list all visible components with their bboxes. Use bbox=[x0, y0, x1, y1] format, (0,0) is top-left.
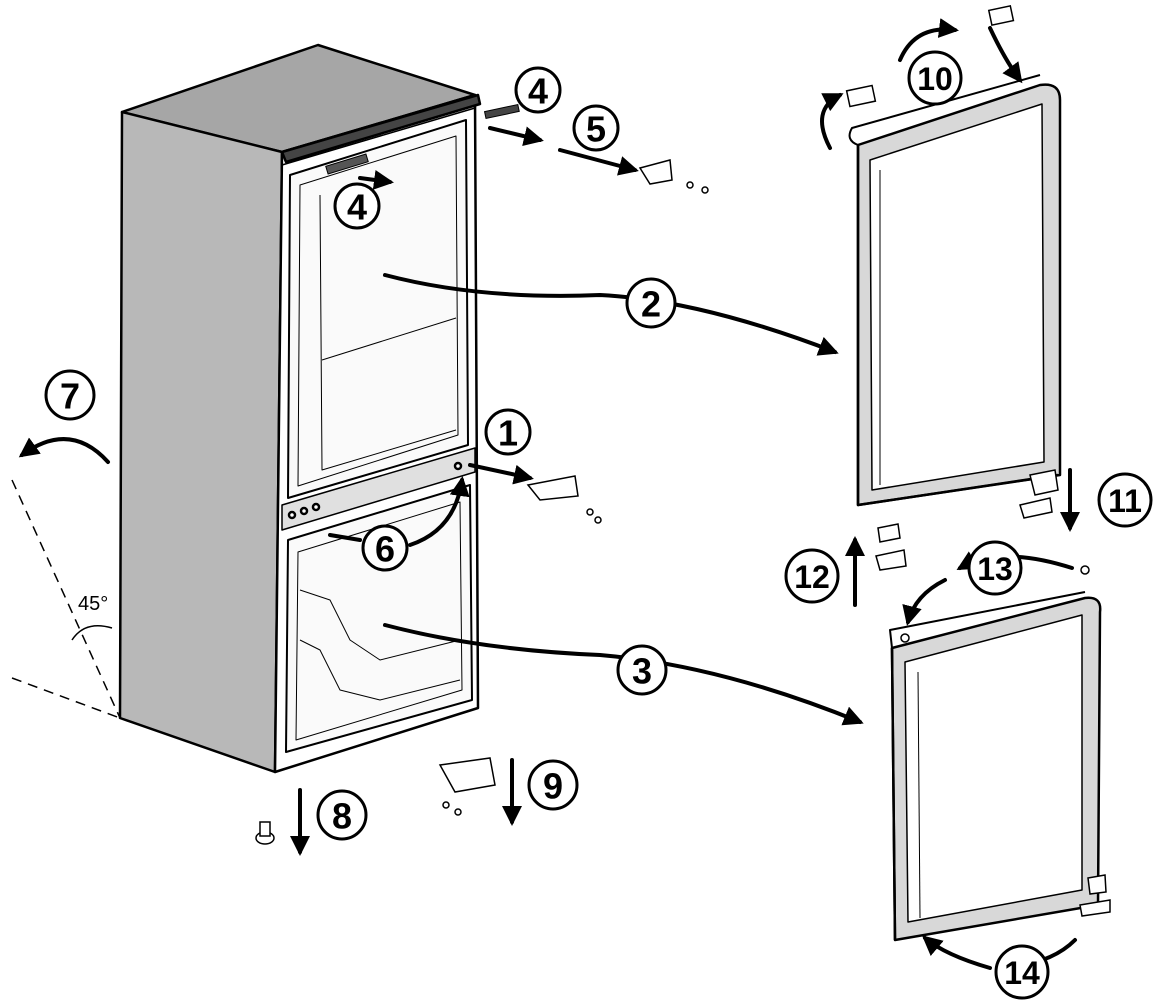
step-4a: 4 bbox=[528, 71, 548, 112]
step-3: 3 bbox=[632, 651, 652, 692]
trim-piece bbox=[483, 103, 520, 120]
step-9-circle bbox=[527, 759, 579, 811]
step-14-circle bbox=[994, 944, 1050, 1000]
arrow-10-left bbox=[820, 93, 844, 150]
arrow-3 bbox=[383, 623, 864, 726]
fridge-compartment bbox=[287, 119, 469, 499]
arrow-6-curve bbox=[408, 476, 470, 547]
step-10-circle bbox=[907, 50, 963, 106]
step-12-circle bbox=[784, 548, 840, 604]
step-2: 2 bbox=[641, 284, 661, 325]
step-callouts bbox=[44, 50, 1153, 1000]
step-labels: 4 4 5 2 1 6 7 3 8 9 10 11 12 13 14 bbox=[60, 61, 1142, 991]
step-7-circle bbox=[44, 369, 96, 421]
top-hinge bbox=[638, 159, 709, 194]
step-3-circle bbox=[616, 644, 668, 696]
arrow-13-left bbox=[902, 578, 947, 626]
arrow-2 bbox=[383, 273, 839, 356]
step-2-circle bbox=[625, 277, 677, 329]
step-4a-circle bbox=[514, 66, 562, 114]
step-13-circle bbox=[967, 540, 1023, 596]
top-hinge-cover bbox=[325, 153, 369, 175]
arrow-5 bbox=[558, 148, 639, 176]
arrow-6 bbox=[328, 533, 362, 542]
step-14: 14 bbox=[1004, 955, 1040, 991]
step-4b-circle bbox=[333, 182, 381, 230]
arrow-10-right bbox=[988, 26, 1023, 84]
step-11-circle bbox=[1097, 472, 1153, 528]
freezer-compartment bbox=[285, 484, 473, 753]
arrow-4-top bbox=[488, 126, 544, 146]
compartment-divider bbox=[281, 447, 476, 531]
arrow-7 bbox=[18, 437, 110, 464]
step-8: 8 bbox=[332, 796, 352, 837]
angle-arc bbox=[71, 625, 113, 641]
tilt-indicator bbox=[11, 479, 121, 719]
bottom-hinge bbox=[438, 757, 496, 816]
angle-label: 45° bbox=[78, 593, 108, 615]
lower-door bbox=[889, 591, 1102, 942]
top-cover-left bbox=[845, 84, 877, 108]
step-4b: 4 bbox=[347, 187, 367, 228]
arrow-14-left bbox=[921, 935, 992, 970]
step-1: 1 bbox=[498, 413, 518, 454]
fridge-cabinet bbox=[118, 43, 482, 774]
step-6: 6 bbox=[375, 529, 395, 570]
arrow-10 bbox=[898, 18, 959, 62]
cabinet-side bbox=[118, 110, 284, 774]
step-12: 12 bbox=[794, 559, 830, 595]
step-5: 5 bbox=[586, 109, 606, 150]
top-cover-right bbox=[987, 4, 1015, 27]
step-13: 13 bbox=[977, 551, 1013, 587]
middle-hinge bbox=[526, 475, 602, 524]
step-1-circle bbox=[484, 408, 532, 456]
arrow-4-inner bbox=[358, 169, 394, 190]
adjustable-foot bbox=[255, 821, 275, 845]
step-6-circle bbox=[361, 524, 409, 572]
door-hinge-parts bbox=[875, 469, 1111, 917]
step-11: 11 bbox=[1108, 483, 1142, 519]
upper-door bbox=[848, 74, 1062, 507]
step-9: 9 bbox=[543, 766, 563, 807]
step-7: 7 bbox=[60, 376, 80, 417]
step-8-circle bbox=[316, 789, 368, 841]
step-10: 10 bbox=[917, 61, 953, 97]
step-5-circle bbox=[572, 104, 620, 152]
arrow-1 bbox=[468, 463, 534, 485]
